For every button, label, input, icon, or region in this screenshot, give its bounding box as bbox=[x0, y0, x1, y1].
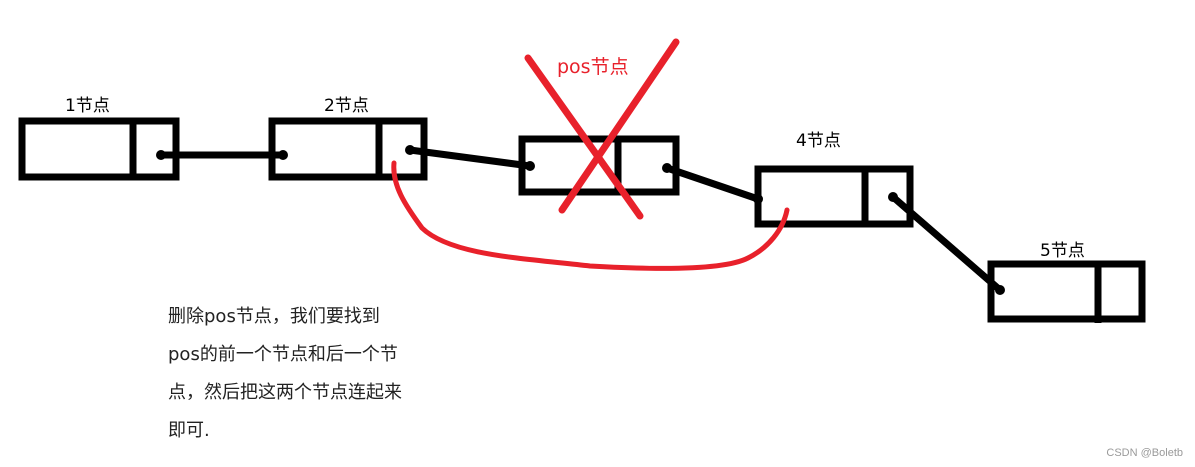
bypass-link-curve bbox=[391, 160, 790, 271]
link-dots bbox=[156, 145, 1005, 295]
node-2-box bbox=[268, 117, 428, 181]
link-4-5 bbox=[889, 193, 1004, 294]
explanation-text: 删除pos节点，我们要找到 pos的前一个节点和后一个节 点，然后把这两个节点连… bbox=[168, 298, 468, 450]
link-2-pos bbox=[406, 146, 534, 170]
explanation-line: 删除pos节点，我们要找到 bbox=[168, 306, 380, 327]
node-4-label: 4节点 bbox=[796, 131, 841, 151]
node-1-box bbox=[18, 117, 180, 181]
watermark: CSDN @Boletb bbox=[1106, 447, 1183, 459]
node-2-label: 2节点 bbox=[324, 96, 369, 116]
node-4-box bbox=[754, 165, 914, 228]
pos-node-label: pos节点 bbox=[557, 56, 629, 78]
explanation-line: 即可. bbox=[168, 420, 210, 441]
node-5-label: 5节点 bbox=[1040, 241, 1085, 261]
explanation-line: 点，然后把这两个节点连起来 bbox=[168, 382, 402, 403]
node-links bbox=[157, 146, 1004, 294]
delete-cross-mark bbox=[524, 38, 680, 220]
node-5-box bbox=[987, 260, 1146, 323]
explanation-line: pos的前一个节点和后一个节 bbox=[168, 344, 398, 365]
pos-node-box bbox=[518, 135, 680, 196]
link-pos-4 bbox=[663, 164, 762, 203]
node-1-label: 1节点 bbox=[65, 96, 110, 116]
